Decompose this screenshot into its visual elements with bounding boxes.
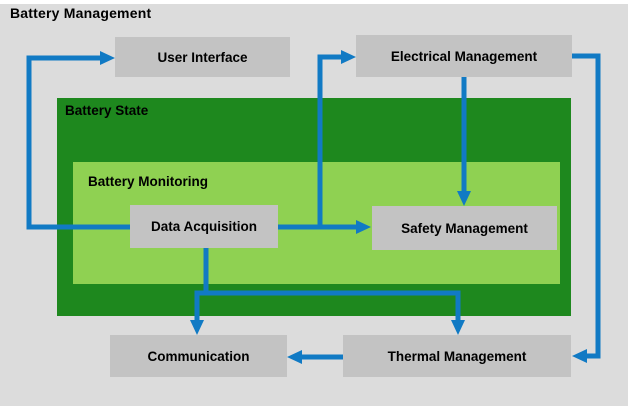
node-electrical-management: Electrical Management (356, 35, 572, 77)
node-data-acquisition: Data Acquisition (130, 205, 278, 248)
node-communication-label: Communication (147, 348, 250, 364)
diagram-title: Battery Management (10, 5, 152, 21)
node-safety-management: Safety Management (372, 206, 557, 250)
node-safety-management-label: Safety Management (401, 220, 528, 236)
node-thermal-management: Thermal Management (343, 335, 571, 377)
node-user-interface: User Interface (115, 37, 290, 77)
group-battery-state-label: Battery State (65, 103, 149, 118)
node-user-interface-label: User Interface (157, 49, 248, 65)
group-battery-monitoring-label: Battery Monitoring (88, 174, 208, 189)
node-electrical-management-label: Electrical Management (390, 48, 538, 64)
node-data-acquisition-label: Data Acquisition (150, 219, 257, 234)
node-communication: Communication (110, 335, 287, 377)
node-thermal-management-label: Thermal Management (387, 348, 527, 364)
